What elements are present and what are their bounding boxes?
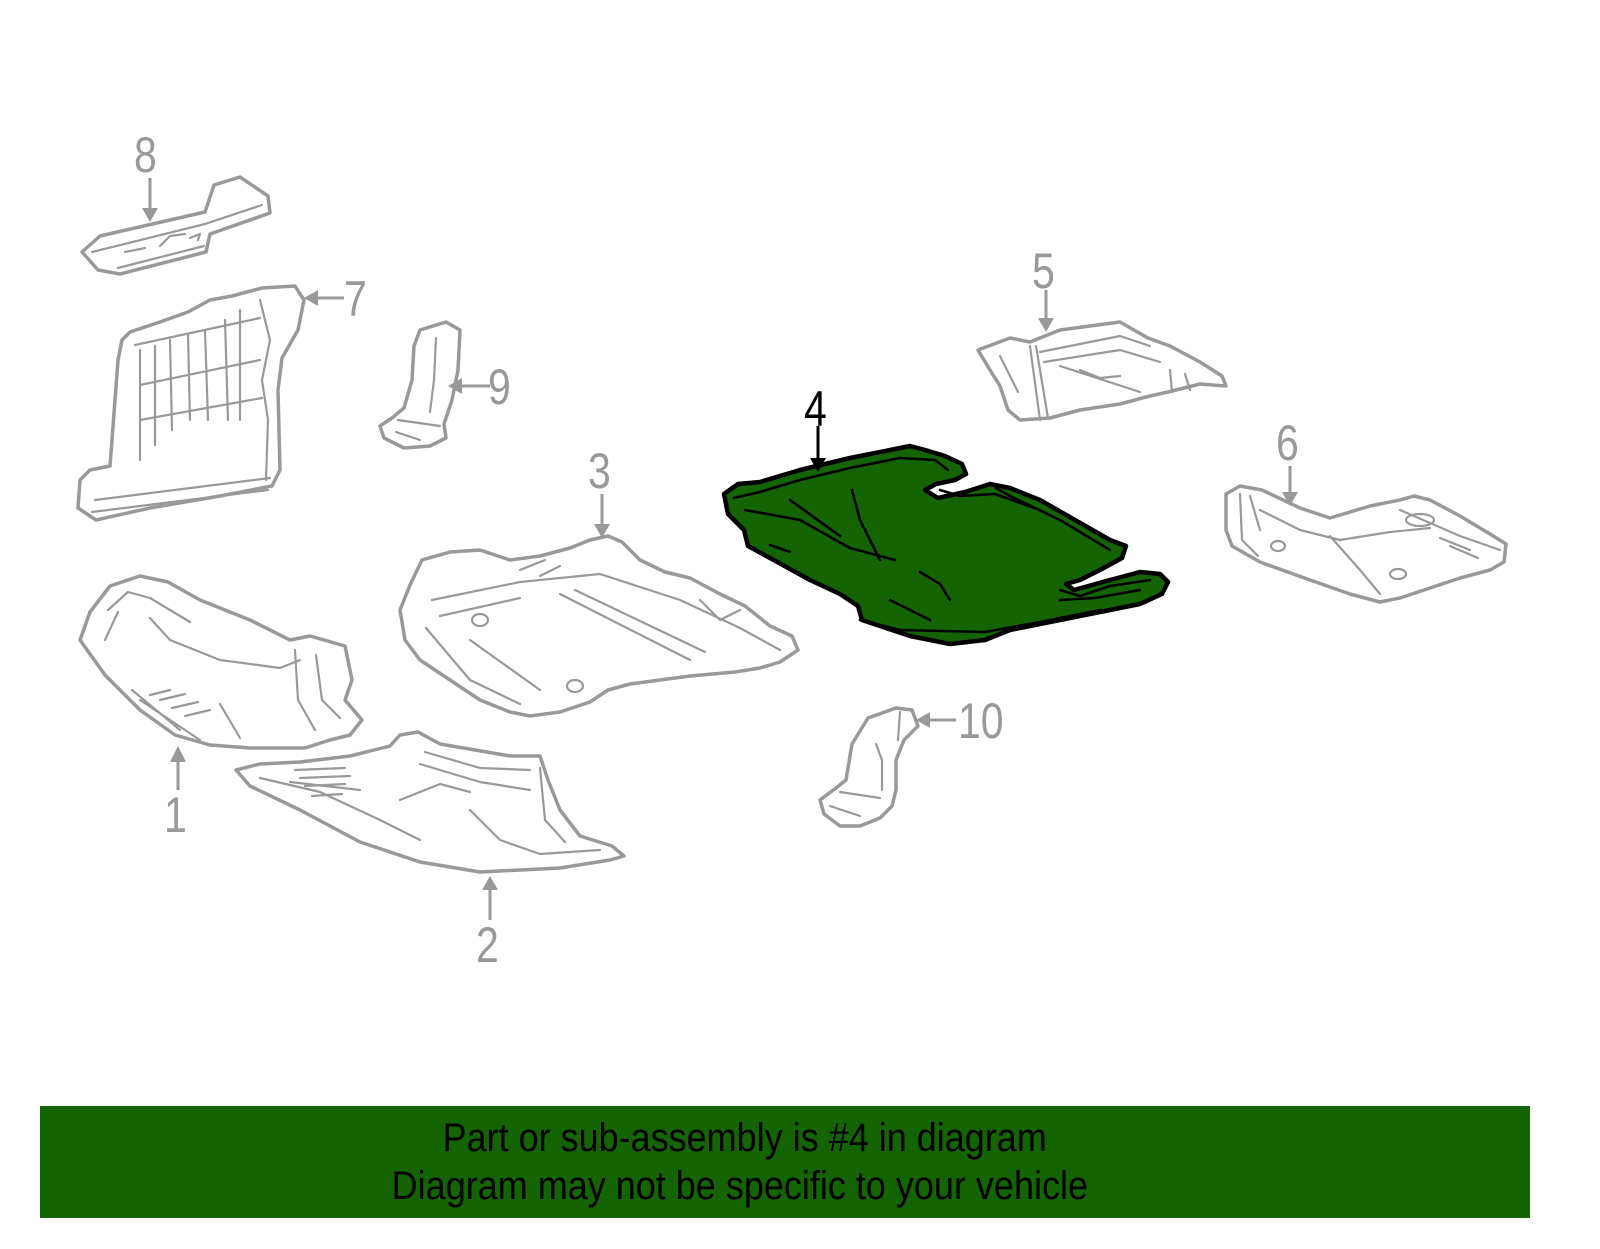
callout-label-2: 2: [476, 917, 499, 973]
part-8-bracket[interactable]: [80, 175, 272, 276]
callout-arrow-7: [304, 290, 344, 306]
callout-label-5: 5: [1032, 243, 1055, 299]
part-4-highlighted-shield[interactable]: [721, 443, 1171, 647]
callout-label-1: 1: [164, 787, 187, 843]
part-2-lower-cover[interactable]: [234, 730, 626, 874]
callout-label-4: 4: [804, 381, 827, 437]
callout-label-7: 7: [344, 271, 367, 327]
info-banner: Part or sub-assembly is #4 in diagram Di…: [40, 1106, 1530, 1218]
callout-label-8: 8: [134, 127, 157, 183]
callout-label-10: 10: [958, 693, 1004, 749]
part-5-side-cover[interactable]: [976, 320, 1228, 422]
callout-arrow-1: [170, 746, 186, 790]
callout-arrow-3: [594, 494, 610, 538]
callout-arrow-4: [810, 426, 826, 472]
part-1-splash-shield[interactable]: [78, 574, 364, 750]
callout-label-3: 3: [588, 443, 611, 499]
part-10-air-duct[interactable]: [818, 706, 920, 828]
callout-arrow-2: [482, 876, 498, 920]
parts-diagram: 8 7 9 1 2 3 4 5 6 10: [76, 127, 1508, 973]
part-7-fender-liner[interactable]: [76, 284, 306, 522]
banner-line-disclaimer: Diagram may not be specific to your vehi…: [391, 1164, 1089, 1208]
callout-label-6: 6: [1276, 415, 1299, 471]
callout-label-9: 9: [488, 359, 511, 415]
callout-arrow-10: [916, 712, 956, 728]
callout-arrow-6: [1282, 466, 1298, 506]
part-6-rear-cover[interactable]: [1224, 484, 1508, 604]
callout-arrow-8: [142, 178, 158, 222]
callout-arrow-9: [448, 378, 490, 394]
banner-line-part-info: Part or sub-assembly is #4 in diagram: [442, 1116, 1048, 1160]
part-3-engine-shield[interactable]: [398, 534, 800, 718]
part-9-air-duct[interactable]: [378, 320, 462, 450]
callout-arrow-5: [1038, 290, 1054, 332]
